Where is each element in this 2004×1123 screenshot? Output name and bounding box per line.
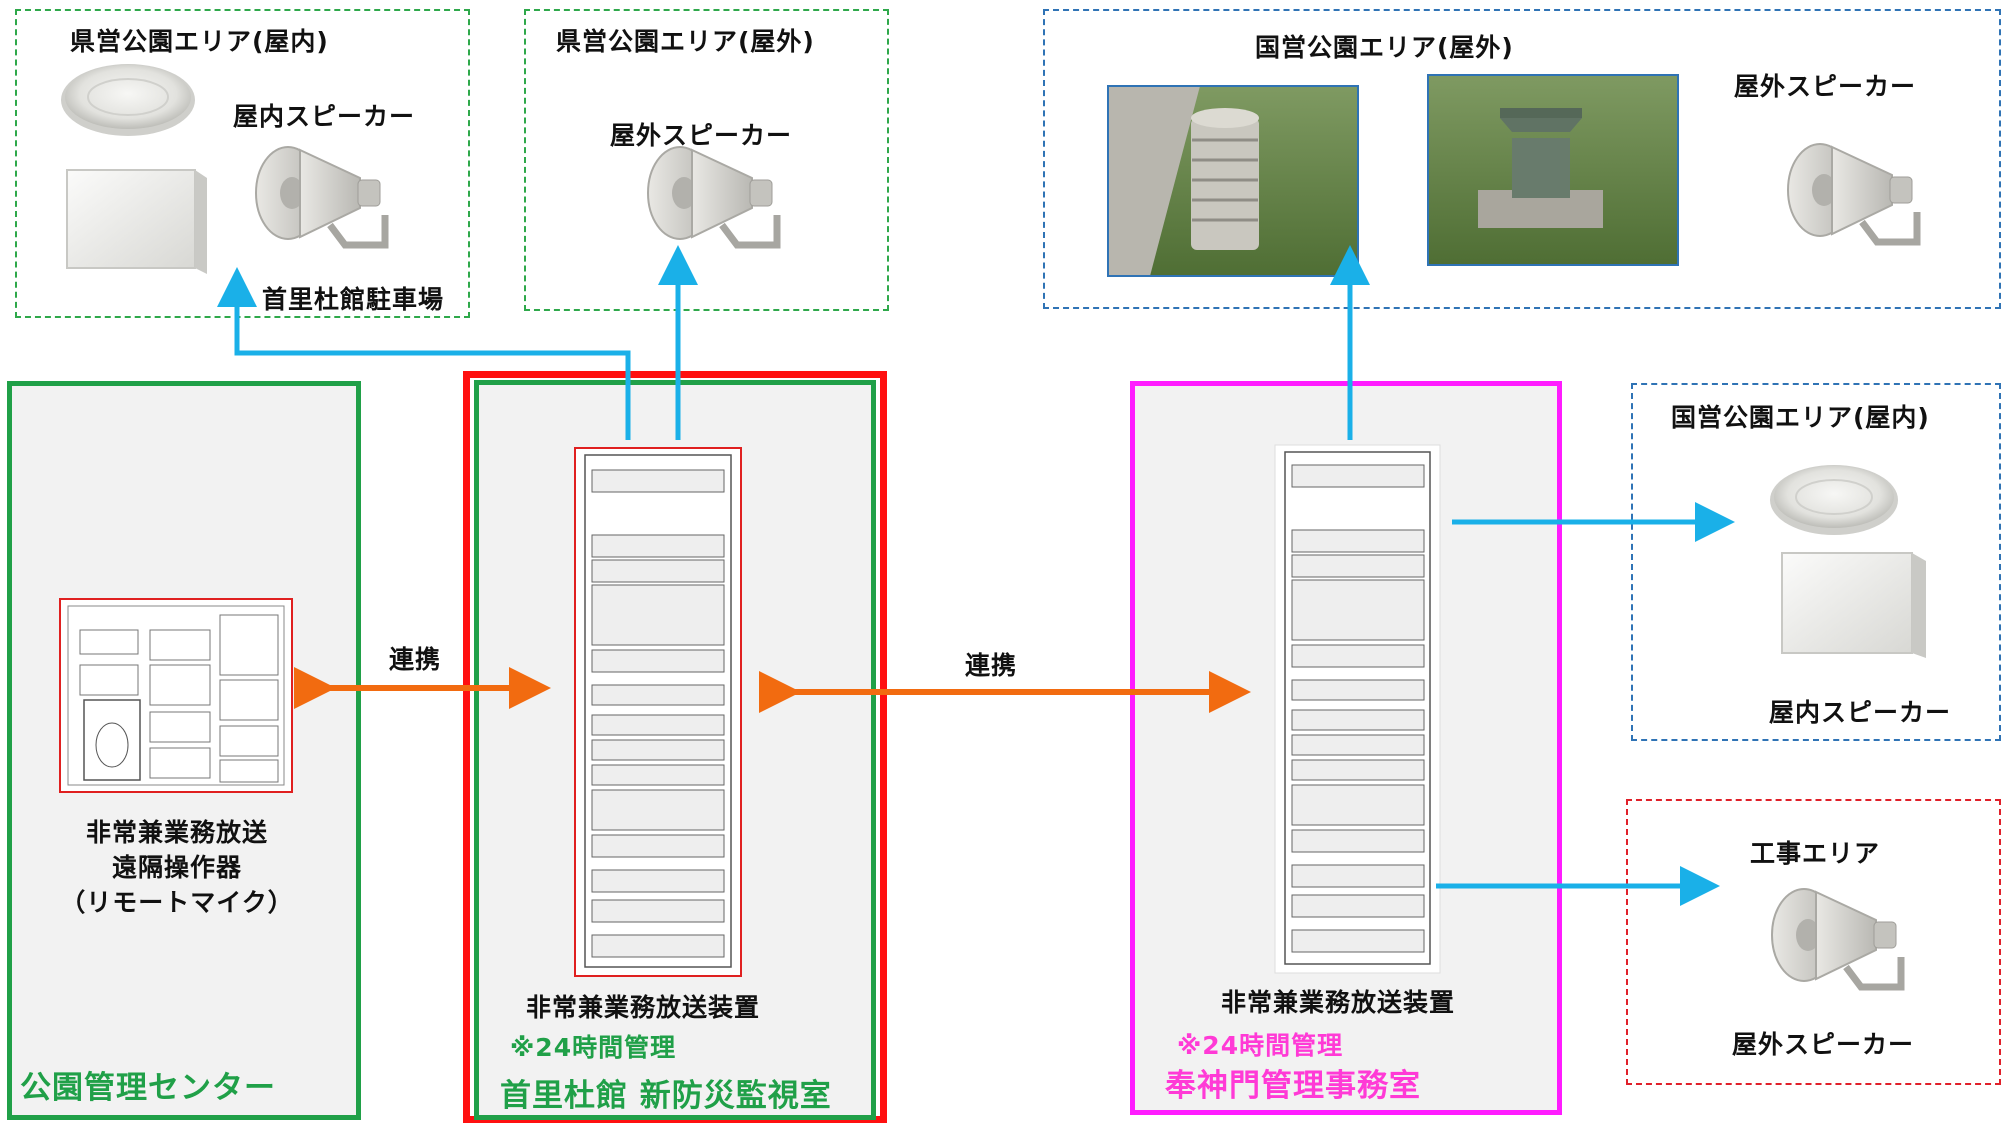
horn-speaker-icon <box>1787 143 1921 246</box>
prefectural-indoor-speaker-label: 屋内スピーカー <box>233 102 416 131</box>
park-center-name: 公園管理センター <box>20 1070 276 1106</box>
remote-mic-line1: 非常兼業務放送 <box>85 818 268 847</box>
prefectural-outdoor-title: 県営公園エリア(屋外) <box>556 27 815 56</box>
prefectural-indoor-title: 県営公園エリア(屋内) <box>70 27 329 56</box>
ceiling-speaker-icon <box>61 64 195 136</box>
horn-speaker-icon <box>1771 888 1905 991</box>
hoshinmon-name: 奉神門管理事務室 <box>1165 1068 1421 1104</box>
construction-area-speaker-label: 屋外スピーカー <box>1732 1030 1915 1059</box>
box-speaker-icon <box>66 169 207 274</box>
construction-area-title: 工事エリア <box>1750 839 1881 868</box>
national-indoor-speaker-label: 屋内スピーカー <box>1769 698 1952 727</box>
national-outdoor-title: 国営公園エリア(屋外) <box>1255 33 1514 62</box>
construction-area <box>1626 799 2001 1085</box>
horn-speaker-icon <box>255 146 389 249</box>
remote-mic-line3: （リモートマイク） <box>60 888 294 917</box>
shurimori-equipment-rack-icon <box>574 447 742 977</box>
parking-label: 首里杜館駐車場 <box>262 285 445 314</box>
output-arrows <box>217 245 1735 906</box>
box-speaker-icon <box>1781 552 1926 658</box>
shurimori-name: 首里杜館 新防災監視室 <box>500 1078 832 1114</box>
horn-speaker-icon <box>647 146 781 249</box>
prefectural-indoor-area <box>15 9 470 318</box>
shurimori-note: ※24時間管理 <box>510 1033 677 1062</box>
remote-microphone-panel-icon <box>59 598 293 793</box>
national-indoor-title: 国営公園エリア(屋内) <box>1671 403 1930 432</box>
prefectural-outdoor-area <box>524 9 889 311</box>
hoshinmon-device-label: 非常兼業務放送装置 <box>1221 988 1456 1017</box>
national-outdoor-area <box>1043 9 2001 309</box>
shurimori-device-label: 非常兼業務放送装置 <box>526 993 761 1022</box>
national-indoor-area <box>1631 383 2001 741</box>
link-label-left: 連携 <box>389 645 442 674</box>
link-arrows <box>294 667 1251 713</box>
ceiling-speaker-icon <box>1770 465 1898 535</box>
hoshinmon-equipment-rack-icon <box>1274 444 1441 974</box>
outdoor-bollard-speaker-photo <box>1107 85 1359 277</box>
outdoor-ground-speaker-photo <box>1427 74 1679 266</box>
link-label-right: 連携 <box>965 651 1018 680</box>
hoshinmon-note: ※24時間管理 <box>1177 1031 1344 1060</box>
national-outdoor-speaker-label: 屋外スピーカー <box>1734 72 1917 101</box>
prefectural-outdoor-speaker-label: 屋外スピーカー <box>610 121 793 150</box>
remote-mic-line2: 遠隔操作器 <box>111 853 242 882</box>
